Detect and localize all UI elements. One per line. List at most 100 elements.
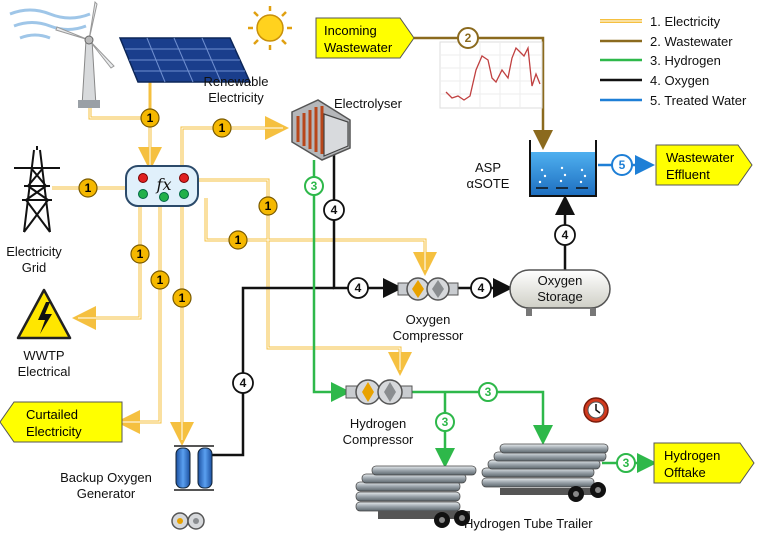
legend-label: 1. Electricity	[650, 14, 721, 29]
wind-turbine-icon	[9, 0, 115, 108]
svg-text:4: 4	[478, 281, 485, 295]
electricity-pylon-icon	[14, 146, 60, 233]
badge-electricity: 1	[258, 196, 278, 216]
svg-text:1: 1	[137, 247, 144, 261]
renewable-label-2: Electricity	[208, 90, 264, 105]
svg-text:1: 1	[235, 233, 242, 247]
badge-oxygen: 4	[347, 277, 369, 299]
wastewater-effluent-flag: Wastewater Effluent	[655, 144, 753, 186]
badge-electricity: 1	[140, 108, 160, 128]
oxygen-storage-label-2: Storage	[537, 289, 583, 304]
tube-trailer-right-icon	[481, 443, 609, 502]
oxygen-storage-tank-icon	[509, 269, 611, 316]
legend-item-wastewater: 2. Wastewater	[600, 34, 733, 49]
tube-trailer-left-icon	[355, 465, 477, 528]
svg-text:1: 1	[157, 273, 164, 287]
backup-oxygen-generator-icon	[171, 445, 214, 530]
oxygen-storage-label-1: Oxygen	[538, 273, 583, 288]
badge-electricity: 1	[212, 118, 232, 138]
svg-text:4: 4	[331, 203, 338, 217]
badge-oxygen: 4	[470, 277, 492, 299]
svg-text:3: 3	[623, 456, 630, 470]
badge-electricity: 1	[78, 178, 98, 198]
legend-label: 4. Oxygen	[650, 73, 709, 88]
svg-text:3: 3	[311, 179, 318, 193]
backup-label-2: Generator	[77, 486, 136, 501]
tube-trailer-label: Hydrogen Tube Trailer	[464, 516, 593, 531]
backup-label-1: Backup Oxygen	[60, 470, 152, 485]
badge-electricity: 1	[130, 244, 150, 264]
effluent-line1: Wastewater	[666, 150, 735, 165]
svg-text:4: 4	[240, 376, 247, 390]
svg-text:4: 4	[562, 228, 569, 242]
clock-icon	[583, 397, 609, 423]
svg-text:2: 2	[465, 31, 472, 45]
wastewater-trend-chart	[439, 41, 543, 109]
legend-item-oxygen: 4. Oxygen	[600, 73, 709, 88]
electrolyser-label: Electrolyser	[334, 96, 403, 111]
curtailed-line1: Curtailed	[26, 407, 78, 422]
component-labels: Renewable Electricity Electrolyser Elect…	[6, 74, 593, 531]
hydrogen-offtake-line1: Hydrogen	[664, 448, 720, 463]
sun-icon	[248, 6, 292, 50]
hydrogen-compressor-icon	[345, 379, 413, 405]
asp-label-2: αSOTE	[467, 176, 510, 191]
grid-label-2: Grid	[22, 260, 47, 275]
badge-oxygen: 4	[323, 199, 345, 221]
flow-badges: 1 1 1 1 1 1 1 1	[78, 27, 636, 473]
badge-hydrogen: 3	[435, 412, 455, 432]
legend-item-treated-water: 5. Treated Water	[600, 93, 747, 108]
wwtp-label-1: WWTP	[23, 348, 64, 363]
badge-hydrogen: 3	[478, 382, 498, 402]
svg-text:3: 3	[442, 415, 449, 429]
hydrogen-offtake-flag: Hydrogen Offtake	[653, 442, 755, 484]
renewable-label-1: Renewable	[203, 74, 268, 89]
legend-label: 3. Hydrogen	[650, 53, 721, 68]
wwtp-label-2: Electrical	[18, 364, 71, 379]
electrolyser-icon	[291, 99, 351, 161]
svg-text:1: 1	[85, 181, 92, 195]
curtailed-line2: Electricity	[26, 424, 82, 439]
legend-label: 5. Treated Water	[650, 93, 747, 108]
solar-panel-icon	[118, 37, 252, 83]
incoming-wastewater-line1: Incoming	[324, 23, 377, 38]
svg-text:1: 1	[147, 111, 154, 125]
svg-text:3: 3	[485, 385, 492, 399]
badge-electricity: 1	[150, 270, 170, 290]
effluent-line2: Effluent	[666, 167, 710, 182]
legend: 1. Electricity 2. Wastewater 3. Hydrogen…	[600, 14, 747, 108]
legend-label: 2. Wastewater	[650, 34, 733, 49]
badge-wastewater: 2	[457, 27, 479, 49]
svg-text:5: 5	[619, 158, 626, 172]
svg-text:1: 1	[179, 291, 186, 305]
asp-tank-icon	[529, 140, 597, 197]
controller-fx-icon: fx	[125, 165, 199, 207]
asp-label-1: ASP	[475, 160, 501, 175]
oxygen-lines	[212, 150, 575, 457]
incoming-wastewater-line2: Wastewater	[324, 40, 393, 55]
badge-oxygen: 4	[554, 224, 576, 246]
badge-oxygen: 4	[232, 372, 254, 394]
oxygen-compressor-label-1: Oxygen	[406, 312, 451, 327]
fx-label: fx	[156, 175, 172, 194]
badge-treated-water: 5	[611, 154, 633, 176]
electrical-hazard-icon	[16, 288, 72, 340]
hydrogen-offtake-line2: Offtake	[664, 465, 706, 480]
hydrogen-compressor-label-2: Compressor	[343, 432, 414, 447]
svg-text:4: 4	[355, 281, 362, 295]
badge-electricity: 1	[228, 230, 248, 250]
svg-text:1: 1	[219, 121, 226, 135]
legend-item-hydrogen: 3. Hydrogen	[600, 53, 721, 68]
oxygen-compressor-icon	[397, 277, 459, 301]
legend-item-electricity: 1. Electricity	[600, 14, 721, 29]
electricity-lines	[52, 62, 437, 446]
badge-hydrogen: 3	[304, 176, 324, 196]
curtailed-electricity-flag: Curtailed Electricity	[0, 401, 123, 443]
hydrogen-compressor-label-1: Hydrogen	[350, 416, 406, 431]
svg-text:1: 1	[265, 199, 272, 213]
incoming-wastewater-flag: Incoming Wastewater	[315, 17, 415, 59]
badge-hydrogen: 3	[616, 453, 636, 473]
badge-electricity: 1	[172, 288, 192, 308]
